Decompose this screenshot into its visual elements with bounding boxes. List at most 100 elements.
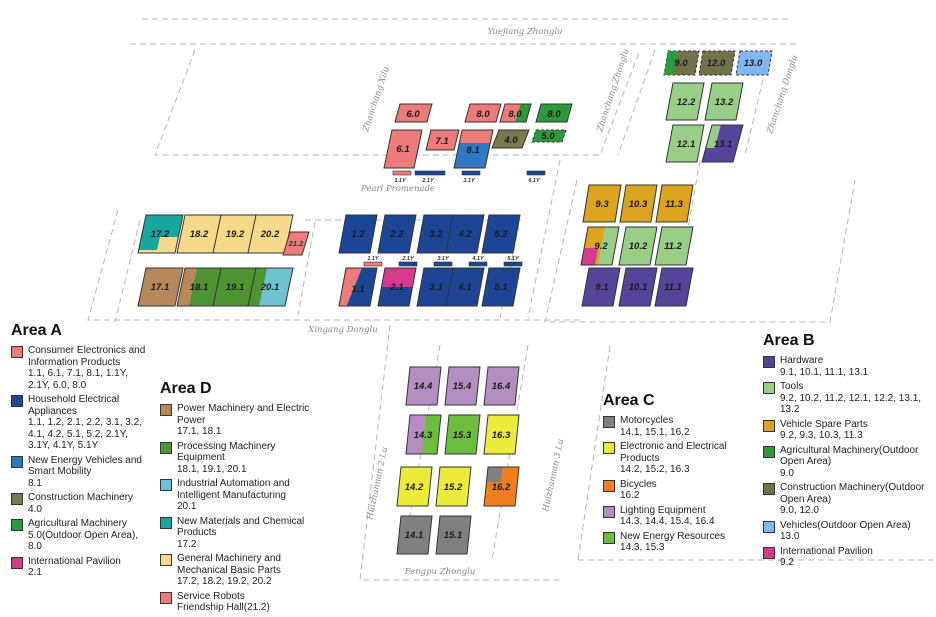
hall-2-2[interactable]: 2.2	[377, 214, 417, 254]
hall-17-2[interactable]: 17.2	[130, 214, 190, 258]
mini-hall-5-1y[interactable]: 5.1Y	[503, 256, 523, 267]
mini-hall-4-1y[interactable]: 4.1Y	[468, 256, 488, 267]
swatch-consumer-electronics	[11, 346, 23, 358]
hall-16-3[interactable]: 16.3	[483, 414, 520, 455]
hall-1-1[interactable]: 1.1	[338, 267, 380, 310]
hall-4-1[interactable]: 4.1	[445, 267, 485, 307]
svg-text:2.1Y: 2.1Y	[401, 256, 415, 262]
hall-11-3[interactable]: 11.3	[655, 184, 694, 223]
mini-hall-2-1y[interactable]: 2.1Y	[414, 170, 446, 184]
mini-hall-3-1y[interactable]: 3.1Y	[461, 170, 481, 184]
svg-text:5.1Y: 5.1Y	[507, 256, 520, 262]
hall-15-4[interactable]: 15.4	[444, 366, 481, 406]
svg-text:11.3: 11.3	[665, 199, 684, 210]
hall-13-0[interactable]: 13.0	[735, 50, 773, 76]
svg-text:2.1Y: 2.1Y	[421, 178, 435, 184]
svg-text:9.1: 9.1	[595, 282, 608, 293]
hall-14-3[interactable]: 14.3	[405, 414, 445, 458]
svg-text:6.0: 6.0	[406, 109, 420, 120]
svg-text:4.1Y: 4.1Y	[471, 256, 485, 262]
hall-9-0[interactable]: 9.0	[663, 50, 700, 76]
svg-text:15.2: 15.2	[444, 482, 463, 493]
hall-15-2[interactable]: 15.2	[435, 466, 472, 507]
swatch-general-machinery	[160, 554, 172, 566]
hall-16-4[interactable]: 16.4	[483, 366, 520, 406]
legend-item: Construction Machinery(Outdoor Open Area…	[763, 482, 928, 517]
legend-title: Area D	[160, 380, 212, 397]
hall-9-1[interactable]: 9.1	[581, 267, 621, 307]
hall-11-1[interactable]: 11.1	[654, 267, 694, 307]
legend-title: Area B	[763, 332, 815, 349]
svg-text:18.2: 18.2	[190, 229, 209, 240]
mini-hall-2-1y-south[interactable]: 2.1Y	[398, 256, 418, 267]
hall-14-4[interactable]: 14.4	[405, 366, 442, 406]
svg-text:11.1: 11.1	[664, 282, 682, 293]
hall-5-0[interactable]: 5.0	[531, 129, 567, 143]
hall-9-2[interactable]: 9.2	[575, 226, 620, 270]
svg-text:14.2: 14.2	[405, 482, 424, 493]
hall-5-2[interactable]: 5.2	[481, 214, 521, 254]
mini-hall-6-1y[interactable]: 6.1Y	[526, 170, 546, 184]
hall-8-0[interactable]: 8.0	[464, 103, 502, 123]
mini-hall-1-1y[interactable]: 1.1Y	[392, 170, 412, 184]
svg-text:13.0: 13.0	[744, 58, 763, 69]
svg-text:18.1: 18.1	[190, 282, 209, 293]
hall-20-1[interactable]: 20.1	[247, 267, 294, 307]
hall-7-1[interactable]: 7.1	[425, 129, 460, 151]
hall-1-2[interactable]: 1.2	[338, 214, 378, 254]
street-pearl-promenade: Pearl Promenade	[360, 184, 435, 194]
hall-15-3[interactable]: 15.3	[444, 414, 481, 455]
hall-4-2[interactable]: 4.2	[445, 214, 485, 254]
svg-text:3.2: 3.2	[429, 229, 443, 240]
mini-hall-1-1y-south[interactable]: 1.1Y	[363, 256, 383, 267]
hall-6-0[interactable]: 6.0	[394, 103, 433, 123]
hall-5-1[interactable]: 5.1	[481, 267, 521, 307]
hall-6-1[interactable]: 6.1	[383, 129, 423, 169]
legend-item: General Machinery and Mechanical Basic P…	[160, 553, 325, 588]
hall-13-2[interactable]: 13.2	[704, 82, 744, 121]
mini-hall-3-1y-south[interactable]: 3.1Y	[433, 256, 453, 267]
svg-text:4.0: 4.0	[503, 135, 518, 146]
hall-9-3[interactable]: 9.3	[582, 184, 622, 223]
hall-12-2[interactable]: 12.2	[665, 82, 705, 121]
hall-11-2[interactable]: 11.2	[654, 226, 694, 266]
hall-12-0[interactable]: 12.0	[698, 50, 736, 76]
hall-14-2[interactable]: 14.2	[396, 466, 433, 507]
legend-title: Area A	[11, 322, 62, 339]
svg-text:8.0: 8.0	[547, 109, 561, 120]
swatch-new-energy-resources	[603, 531, 615, 544]
hall-8-1[interactable]: 8.1	[448, 129, 498, 173]
legend-item: Agricultural Machinery(Outdoor Open Area…	[763, 445, 928, 480]
svg-text:1.1Y: 1.1Y	[367, 256, 380, 262]
hall-14-1[interactable]: 14.1	[396, 515, 433, 555]
svg-text:3.1Y: 3.1Y	[437, 256, 450, 262]
hall-16-2[interactable]: 16.2	[480, 460, 520, 507]
hall-2-1[interactable]: 2.1	[377, 267, 417, 307]
hall-10-1[interactable]: 10.1	[618, 267, 658, 307]
hall-17-1[interactable]: 17.1	[137, 267, 184, 307]
swatch-electronic-electrical	[603, 442, 615, 454]
hall-21-2[interactable]: 21.2	[282, 231, 310, 256]
hall-15-1[interactable]: 15.1	[435, 515, 472, 555]
svg-text:21.2: 21.2	[288, 239, 304, 248]
svg-text:1.2: 1.2	[351, 229, 365, 240]
hall-10-3[interactable]: 10.3	[619, 184, 658, 223]
hall-8-0-agri[interactable]: 8.0	[535, 103, 573, 123]
hall-12-1[interactable]: 12.1	[665, 124, 705, 163]
svg-text:15.3: 15.3	[453, 430, 472, 441]
swatch-tools	[763, 382, 775, 394]
street-huizhannan-3-lu: Huizhannan 3 Lu	[541, 438, 566, 514]
street-yuejiang-zhonglu: Yuejiang Zhonglu	[487, 27, 562, 37]
svg-text:4.1: 4.1	[457, 282, 471, 293]
swatch-agricultural-machinery-outdoor	[763, 445, 775, 458]
hall-10-2[interactable]: 10.2	[618, 226, 658, 266]
hall-4-0[interactable]: 4.0	[491, 129, 530, 149]
hall-8-0-split[interactable]: 8.0	[499, 100, 540, 126]
